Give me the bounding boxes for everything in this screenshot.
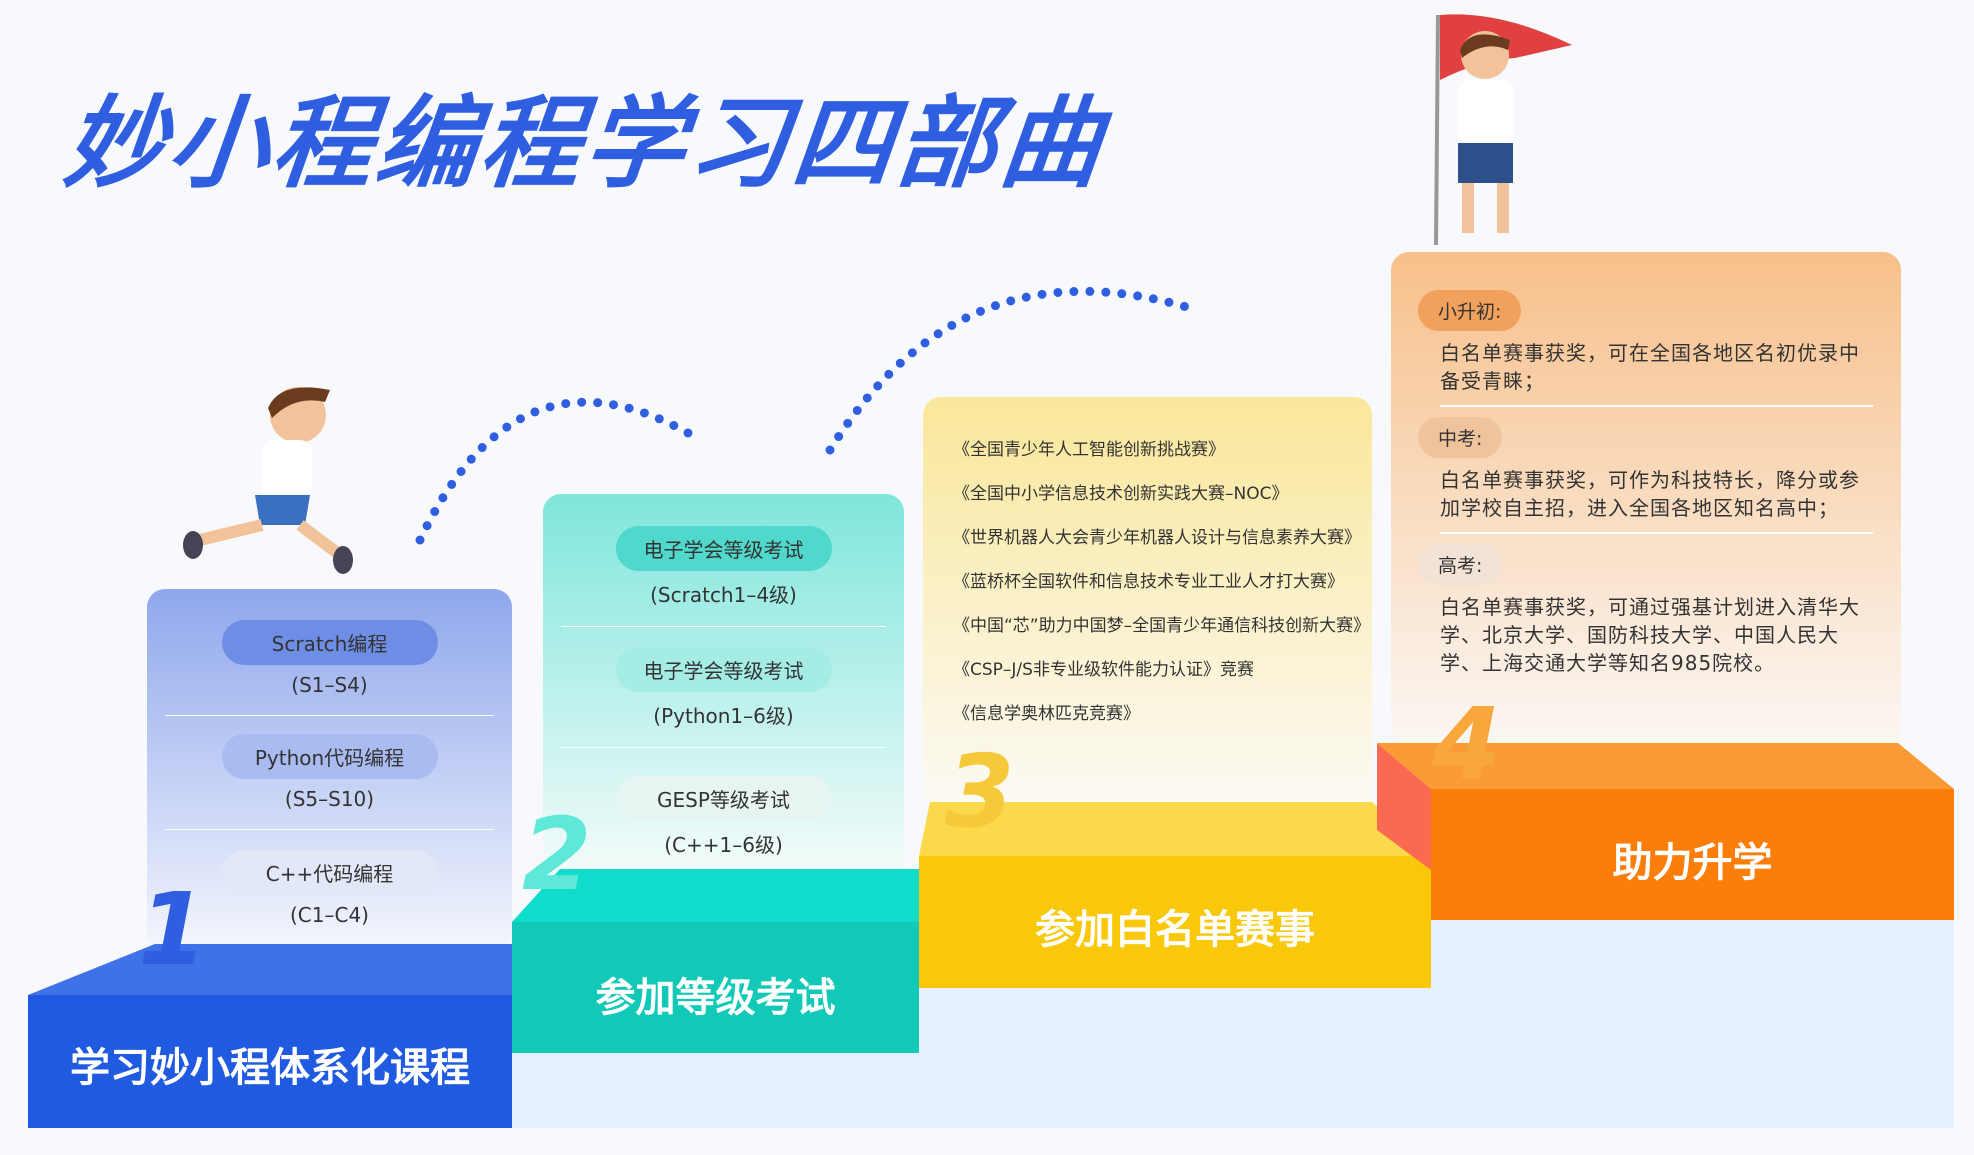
competition-item: 《中国“芯”助力中国梦–全国青少年通信科技创新大赛》 (953, 616, 1371, 636)
step-label-4: 助力升学 (1612, 840, 1773, 886)
exam-pill: 电子学会等级考试 (615, 647, 832, 692)
card-4-bg (1391, 252, 1901, 747)
exam-level: (C++1–6级) (664, 833, 783, 857)
divider (165, 829, 494, 830)
step-label-3: 参加白名单赛事 (1035, 907, 1315, 953)
stage-text: 白名单赛事获奖，可在全国各地区名初优录中备受青睐； (1440, 341, 1860, 393)
exam-level: (Python1–6级) (653, 704, 794, 728)
competition-item: 《全国青少年人工智能创新挑战赛》 (953, 440, 1225, 460)
exam-pill: GESP等级考试 (615, 776, 832, 821)
course-level: (C1–C4) (290, 903, 369, 927)
step-number-2: 2 (522, 796, 592, 913)
step-number-1: 1 (138, 871, 208, 988)
exam-level: (Scratch1–4级) (650, 583, 797, 607)
competition-item: 《CSP–J/S非专业级软件能力认证》竞赛 (953, 660, 1254, 680)
flag-boy-illustration (1434, 14, 1572, 246)
step-4-front (1431, 789, 1954, 920)
dotted-arc-2 (825, 286, 1195, 455)
stage-tag: 小升初: (1418, 290, 1522, 331)
stage-tag: 高考: (1418, 544, 1503, 585)
step-3-front (919, 856, 1431, 988)
divider (1440, 405, 1873, 407)
divider (165, 715, 494, 716)
step-4-side (1377, 743, 1431, 870)
course-level: (S1–S4) (291, 673, 368, 697)
card-3-bg (923, 397, 1372, 807)
step-label-2: 参加等级考试 (595, 975, 836, 1021)
competition-item: 《世界机器人大会青少年机器人设计与信息素养大赛》 (953, 528, 1361, 548)
step-2-top (512, 869, 919, 922)
divider (561, 747, 886, 748)
running-boy-illustration (183, 387, 353, 574)
divider (1440, 532, 1873, 534)
stage-text: 白名单赛事获奖，可作为科技特长，降分或参加学校自主招，进入全国各地区知名高中； (1440, 468, 1860, 520)
step-4-top (1377, 743, 1954, 789)
step-1-front (28, 995, 512, 1128)
step-label-1: 学习妙小程体系化课程 (70, 1045, 470, 1091)
competition-item: 《全国中小学信息技术创新实践大赛–NOC》 (953, 484, 1289, 504)
step-1-top (28, 944, 512, 995)
course-pill: Scratch编程 (221, 620, 438, 665)
step-number-4: 4 (1432, 686, 1502, 803)
course-level: (S5–S10) (284, 787, 375, 811)
stage-text: 白名单赛事获奖，可通过强基计划进入清华大学、北京大学、国防科技大学、中国人民大学… (1440, 595, 1860, 675)
card-step-2: 电子学会等级考试 (Scratch1–4级) 电子学会等级考试 (Python1… (543, 526, 904, 858)
card-step-1: Scratch编程 (S1–S4) Python代码编程 (S5–S10) C+… (147, 620, 512, 927)
course-pill: Python代码编程 (221, 734, 438, 779)
step-2-front (512, 922, 919, 1053)
divider (561, 626, 886, 627)
card-step-3: 《全国青少年人工智能创新挑战赛》 《全国中小学信息技术创新实践大赛–NOC》 《… (953, 440, 1373, 748)
competition-item: 《蓝桥杯全国软件和信息技术专业工业人才打大赛》 (953, 572, 1344, 592)
card-step-4: 小升初: 白名单赛事获奖，可在全国各地区名初优录中备受青睐； 中考: 白名单赛事… (1418, 290, 1873, 677)
stage-tag: 中考: (1418, 417, 1503, 458)
course-pill: C++代码编程 (221, 850, 438, 895)
competition-item: 《信息学奥林匹克竞赛》 (953, 704, 1140, 724)
exam-pill: 电子学会等级考试 (615, 526, 832, 571)
step-3-top (919, 802, 1431, 856)
step-number-3: 3 (945, 733, 1015, 850)
